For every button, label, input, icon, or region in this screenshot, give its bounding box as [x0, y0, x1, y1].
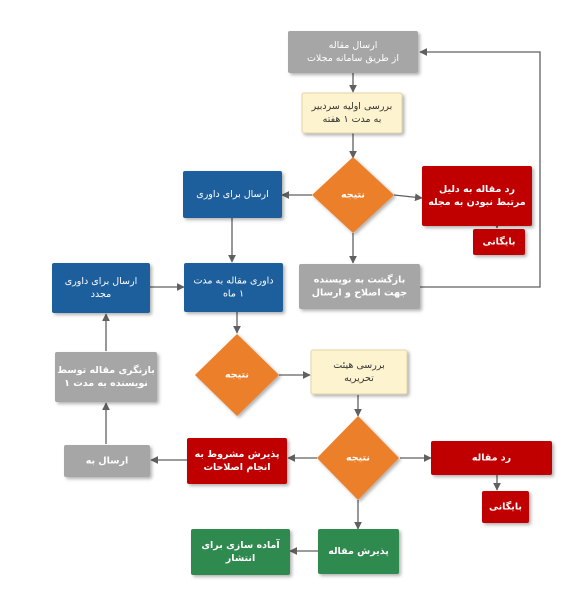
result-decision-3: نتیجه — [317, 416, 399, 500]
prepare-publication-box-label-line: آماده سازی برای — [201, 538, 280, 551]
prepare-publication-box-shape — [191, 529, 290, 575]
reject-article-box-shape — [431, 441, 552, 475]
send-for-review-box: ارسال برای داوری — [183, 171, 282, 218]
peer-review-box: داوری مقاله به مدت ۱ ماه — [184, 263, 283, 312]
submit-article-box-shape — [288, 31, 418, 73]
prepare-publication-box: آماده سازی برای انتشار — [191, 529, 290, 575]
peer-review-box-label-line: ۱ ماه — [223, 289, 244, 300]
result-decision-3-label-line: نتیجه — [346, 453, 370, 464]
send-for-review-box-label-line: ارسال برای داوری — [196, 189, 268, 200]
arrow-return-to-submit — [419, 48, 541, 288]
author-revision-box-label-line: نویسنده به مدت ۱ — [64, 378, 148, 389]
submit-article-box-label-line: ارسال مقاله — [329, 40, 378, 51]
reject-irrelevant-box-shape — [422, 166, 532, 226]
submit-article-box-label-line: از طریق سامانه مجلات — [307, 53, 399, 64]
accept-article-box: پذیرش مقاله — [318, 529, 399, 574]
nodes: ارسال مقاله از طریق سامانه مجلات بررسی اول… — [52, 31, 552, 575]
prepare-publication-box-label-line: انتشار — [225, 553, 255, 564]
conditional-accept-box-shape — [187, 438, 287, 484]
connectors — [102, 48, 541, 555]
archive-box-1-label-line: بایگانی — [483, 236, 516, 248]
submit-article-box: ارسال مقاله از طریق سامانه مجلات — [288, 31, 418, 73]
arrow-result1-to-reject — [393, 193, 423, 202]
reject-irrelevant-box-label-line: مرتبط نبودن به مجله — [428, 197, 526, 208]
author-revision-box-shape — [55, 352, 157, 402]
conditional-accept-box-label-line: انجام اصلاحات — [203, 462, 270, 473]
reject-irrelevant-box-label-line: رد مقاله به دلیل — [439, 184, 515, 195]
return-to-author-box-label-line: جهت اصلاح و ارسال — [312, 288, 407, 299]
editorial-board-review-box-label-line: تحریریه — [344, 373, 374, 384]
result-decision-1-label-line: نتیجه — [341, 190, 365, 201]
return-to-author-box-label-line: بازگشت به نویسنده — [314, 274, 406, 286]
reject-article-box-label-line: رد مقاله — [472, 453, 511, 464]
result-decision-1-shape — [312, 157, 394, 233]
archive-box-2: بایگانی — [482, 491, 529, 523]
initial-review-box-label-line: به مدت ۱ هفته — [323, 114, 382, 125]
initial-review-box-label-line: بررسی اولیه سردبیر — [311, 101, 393, 112]
conditional-accept-box: پذیرش مشروط به انجام اصلاحات — [187, 438, 287, 484]
send-to-box-shape — [64, 445, 150, 477]
send-for-review-box-shape — [183, 171, 282, 218]
archive-box-1-shape — [473, 229, 525, 255]
peer-review-box-label-line: داوری مقاله به مدت — [193, 276, 273, 287]
result-decision-2-label-line: نتیجه — [225, 370, 249, 381]
return-to-author-box: بازگشت به نویسنده جهت اصلاح و ارسال — [299, 264, 420, 309]
peer-review-box-shape — [184, 263, 283, 312]
archive-box-2-shape — [482, 491, 529, 523]
resend-for-review-box-shape — [52, 263, 150, 313]
archive-box-1: بایگانی — [473, 229, 525, 255]
conditional-accept-box-label-line: پذیرش مشروط به — [195, 449, 280, 460]
result-decision-1: نتیجه — [312, 157, 394, 233]
author-revision-box-label-line: بازنگری مقاله توسط — [57, 364, 155, 376]
send-to-box: ارسال به — [64, 445, 150, 477]
author-revision-box: بازنگری مقاله توسط نویسنده به مدت ۱ — [55, 352, 157, 402]
resend-for-review-box: ارسال برای داوری مجدد — [52, 263, 150, 313]
result-decision-2-shape — [195, 334, 279, 416]
editorial-board-review-box-label-line: بررسی هیئت — [333, 360, 384, 371]
accept-article-box-label-line: پذیرش مقاله — [328, 546, 389, 557]
resend-for-review-box-label-line: ارسال برای داوری — [65, 276, 137, 287]
editorial-board-review-box-shape — [310, 349, 408, 395]
initial-review-box-shape — [301, 92, 403, 134]
result-decision-2: نتیجه — [195, 334, 279, 416]
editorial-board-review-box: بررسی هیئت تحریریه — [310, 349, 408, 395]
resend-for-review-box-label-line: مجدد — [91, 289, 111, 300]
return-to-author-box-shape — [299, 264, 420, 309]
initial-review-box: بررسی اولیه سردبیر به مدت ۱ هفته — [301, 92, 403, 134]
send-to-box-label-line: ارسال به — [86, 456, 129, 467]
reject-article-box: رد مقاله — [431, 441, 552, 475]
accept-article-box-shape — [318, 529, 399, 574]
archive-box-2-label-line: بایگانی — [489, 501, 522, 513]
result-decision-3-shape — [317, 416, 399, 500]
reject-irrelevant-box: رد مقاله به دلیل مرتبط نبودن به مجله — [422, 166, 532, 226]
